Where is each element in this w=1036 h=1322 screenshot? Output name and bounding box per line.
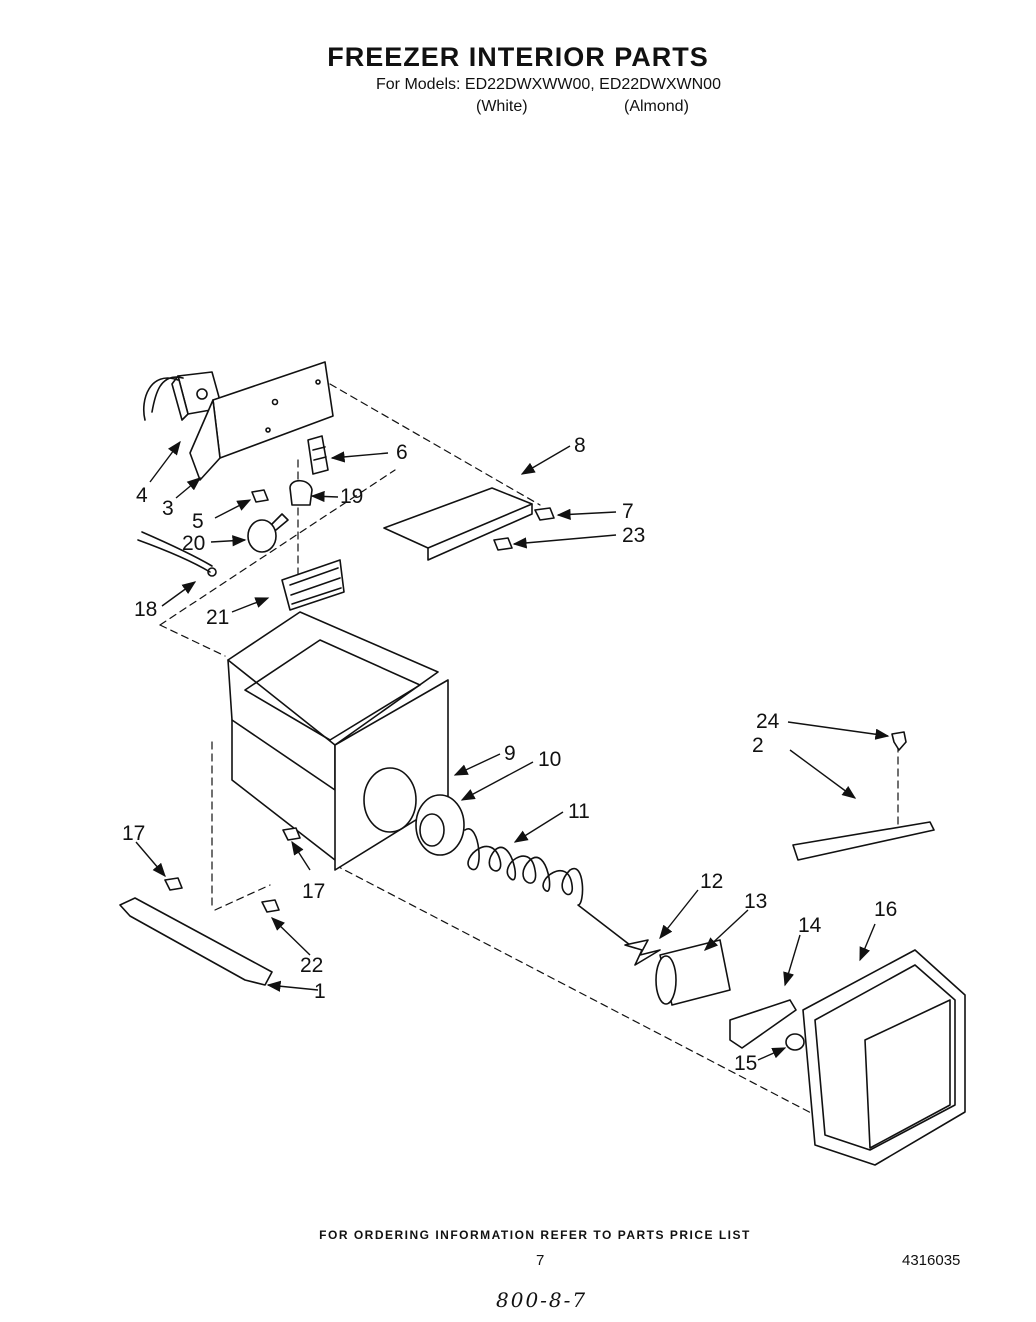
callout-9: 9 bbox=[504, 742, 516, 765]
callout-8: 8 bbox=[574, 434, 586, 457]
part-5-screw bbox=[251, 489, 269, 503]
callout-4: 4 bbox=[136, 484, 148, 507]
part-1-rail bbox=[119, 897, 273, 986]
part-7-screw bbox=[534, 507, 555, 521]
callout-12: 12 bbox=[700, 870, 723, 893]
part-19-socket bbox=[289, 479, 313, 506]
callout-labels: 4 3 6 8 5 19 7 20 23 18 21 9 10 11 17 24… bbox=[122, 434, 897, 1075]
part-3-bracket-panel bbox=[189, 361, 334, 481]
callout-18: 18 bbox=[134, 598, 157, 621]
callout-22: 22 bbox=[300, 954, 323, 977]
callout-14: 14 bbox=[798, 914, 822, 937]
page-number: 7 bbox=[536, 1252, 545, 1269]
part-9-ice-bin bbox=[227, 611, 449, 871]
callout-5: 5 bbox=[192, 510, 204, 533]
part-2-screw bbox=[164, 877, 183, 891]
callout-17-left: 17 bbox=[302, 880, 325, 903]
callout-19: 19 bbox=[340, 485, 363, 508]
part-6-switch bbox=[307, 435, 329, 475]
page-title: FREEZER INTERIOR PARTS bbox=[327, 42, 709, 72]
part-14-bracket bbox=[729, 999, 797, 1049]
callout-17-right: 24 bbox=[756, 710, 780, 733]
document-number: 4316035 bbox=[902, 1252, 961, 1269]
part-21-guard bbox=[281, 559, 345, 611]
part-17-screw-left bbox=[282, 827, 301, 841]
part-16-front-cover bbox=[802, 949, 966, 1166]
callout-13: 13 bbox=[744, 890, 767, 913]
part-20-bulb bbox=[247, 513, 289, 553]
part-18-cord bbox=[137, 531, 217, 577]
callout-16: 16 bbox=[874, 898, 897, 921]
part-11-auger bbox=[464, 828, 631, 946]
callout-10: 10 bbox=[538, 748, 561, 771]
part-8-cover-plate bbox=[383, 487, 533, 561]
model-list: For Models: ED22DWXWW00, ED22DWXWN00 bbox=[376, 76, 721, 93]
part-23-screw bbox=[493, 537, 513, 551]
leader-arrows bbox=[135, 440, 890, 1061]
callout-7: 7 bbox=[622, 500, 634, 523]
callout-3: 3 bbox=[162, 497, 174, 520]
part-13-housing bbox=[655, 939, 731, 1006]
callout-23: 23 bbox=[622, 524, 645, 547]
callout-21: 21 bbox=[206, 606, 229, 629]
part-12-blade bbox=[624, 939, 661, 966]
variant-almond: (Almond) bbox=[624, 98, 689, 115]
callout-2: 17 bbox=[122, 822, 145, 845]
callout-1: 1 bbox=[314, 980, 326, 1003]
part-15-bearing bbox=[785, 1033, 805, 1051]
handwritten-note: 800-8-7 bbox=[496, 1288, 588, 1312]
variant-white: (White) bbox=[476, 98, 528, 115]
part-17-screw-right bbox=[891, 731, 907, 751]
callout-15: 15 bbox=[734, 1052, 757, 1075]
part-24-deflector bbox=[792, 821, 935, 861]
part-10-gear bbox=[415, 794, 465, 856]
part-22-screw bbox=[261, 899, 280, 913]
callout-11: 11 bbox=[568, 800, 590, 823]
ordering-note: FOR ORDERING INFORMATION REFER TO PARTS … bbox=[319, 1228, 751, 1242]
callout-6: 6 bbox=[396, 441, 408, 464]
callout-24: 2 bbox=[752, 734, 764, 757]
callout-20: 20 bbox=[182, 532, 205, 555]
